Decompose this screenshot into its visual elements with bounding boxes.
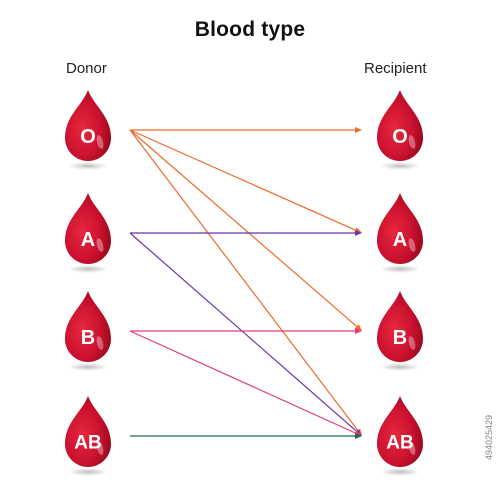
blood-drop-icon [377, 396, 423, 467]
drop-shadow [68, 162, 108, 170]
blood-type-label: B [393, 327, 407, 349]
compatibility-arrow [130, 433, 362, 439]
recipient-drop-o: O [377, 90, 423, 170]
compatibility-arrow [130, 127, 362, 133]
donor-drop-o: O [65, 90, 111, 170]
drop-highlight [96, 441, 104, 455]
blood-drop-icon [377, 90, 423, 161]
recipient-drop-a: A [377, 193, 423, 273]
arrow-layer [129, 127, 362, 439]
compatibility-arrow [129, 129, 362, 331]
drop-highlight [96, 238, 104, 252]
arrow-line [129, 129, 358, 327]
donor-drop-ab: AB [65, 396, 111, 476]
arrow-line [129, 330, 356, 434]
arrow-head [355, 127, 362, 133]
arrow-line [129, 129, 359, 431]
stock-id: 494025429 [484, 414, 494, 460]
arrow-head [355, 328, 362, 334]
blood-type-label: O [392, 126, 408, 148]
blood-drop-icon [65, 291, 111, 362]
donor-column-label: Donor [66, 60, 107, 77]
recipient-column-label: Recipient [364, 60, 427, 77]
compatibility-arrow [129, 330, 362, 436]
drop-highlight [408, 238, 416, 252]
compatibility-arrow [130, 328, 362, 334]
compatibility-arrow [129, 129, 362, 233]
blood-drop-icon [377, 193, 423, 264]
drop-highlight [408, 336, 416, 350]
blood-drop-icon [65, 396, 111, 467]
arrow-line [129, 129, 356, 231]
arrow-line [129, 232, 358, 432]
drop-shadow [68, 265, 108, 273]
drop-shadow [380, 265, 420, 273]
page-title: Blood type [194, 18, 306, 41]
blood-drop-icon [65, 193, 111, 264]
arrow-head [355, 433, 362, 439]
drop-shadow [68, 468, 108, 476]
blood-type-label: A [393, 229, 407, 251]
drop-shadow [380, 468, 420, 476]
compatibility-arrow [130, 230, 362, 236]
blood-drop-icon [377, 291, 423, 362]
compatibility-arrow [129, 129, 362, 436]
drop-highlight [96, 135, 104, 149]
recipient-drop-b: B [377, 291, 423, 371]
drop-shadow [380, 162, 420, 170]
recipient-drop-ab: AB [377, 396, 423, 476]
drop-highlight [96, 336, 104, 350]
drop-highlight [408, 441, 416, 455]
blood-type-label: A [81, 229, 95, 251]
blood-type-label: AB [386, 433, 413, 454]
drop-highlight [408, 135, 416, 149]
drop-shadow [380, 363, 420, 371]
donor-drop-b: B [65, 291, 111, 371]
blood-type-label: B [81, 327, 95, 349]
drop-shadow [68, 363, 108, 371]
blood-type-label: AB [74, 433, 101, 454]
arrow-head [354, 324, 362, 331]
blood-drop-icon [65, 90, 111, 161]
compatibility-arrow [129, 232, 362, 436]
arrow-head [355, 230, 362, 236]
donor-drop-a: A [65, 193, 111, 273]
blood-type-label: O [80, 126, 96, 148]
